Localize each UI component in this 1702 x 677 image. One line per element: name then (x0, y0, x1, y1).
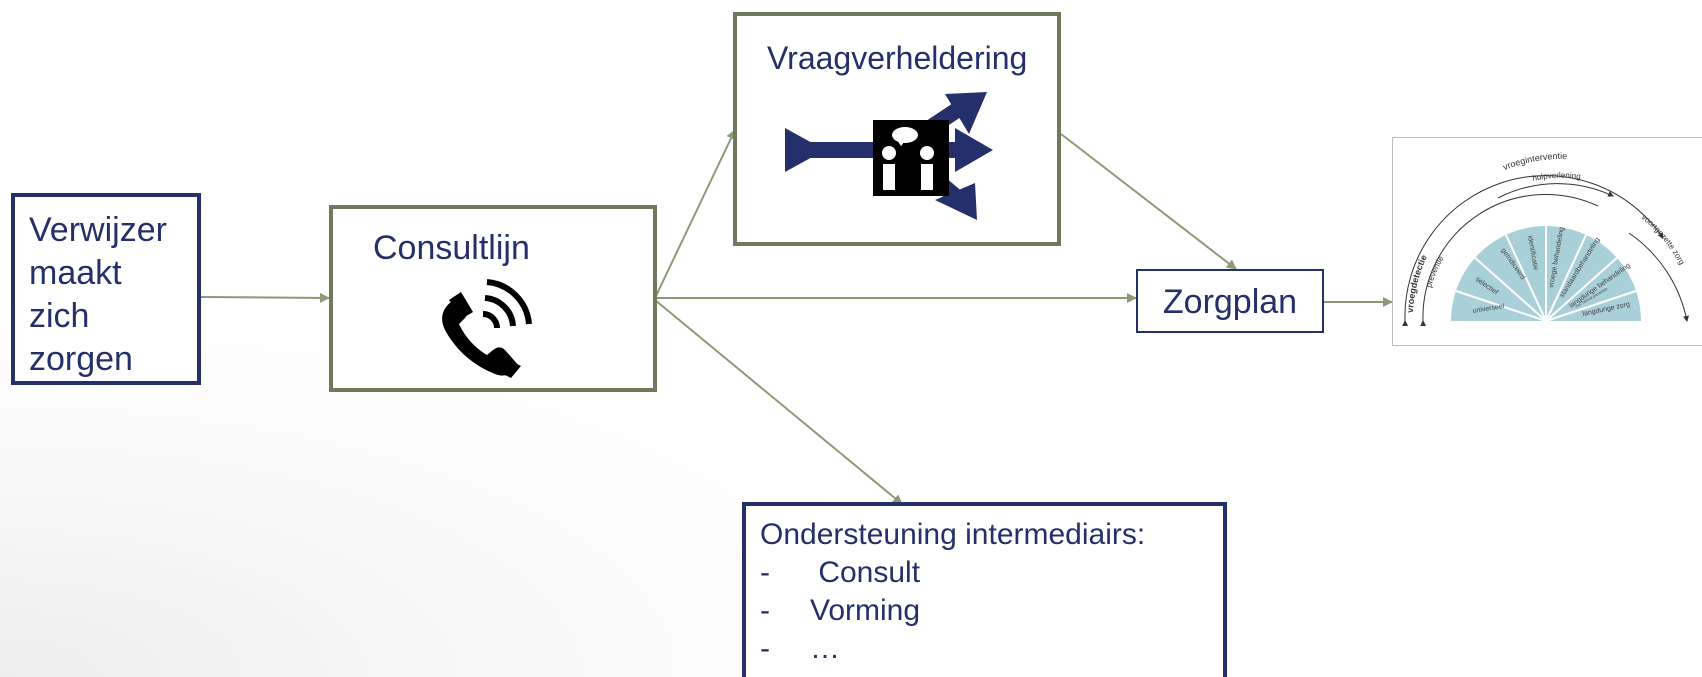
list-item: - Consult (760, 554, 1145, 592)
ondersteuning-title: Ondersteuning intermediairs: (760, 518, 1146, 551)
node-consultlijn: Consultlijn (329, 205, 657, 392)
vraagverheldering-title: Vraagverheldering (767, 40, 1028, 76)
spectrum-segment: universeel (1472, 303, 1505, 315)
arrow-consultlijn-to-vraagverheldering (654, 129, 736, 299)
bullet-text: Vorming (810, 594, 921, 627)
care-spectrum-diagram: vroegdetectie vroeginterventie hulpverle… (1402, 151, 1689, 327)
care-spectrum-image: vroegdetectie vroeginterventie hulpverle… (1392, 137, 1702, 346)
arrow-verwijzer-to-consultlijn (200, 292, 330, 303)
spectrum-label: vroeginterventie (1501, 151, 1567, 172)
list-item: - … (760, 630, 1145, 668)
phone-icon (442, 279, 532, 378)
list-item: - Vorming (760, 592, 1145, 630)
node-ondersteuning: Ondersteuning intermediairs: - Consult -… (742, 502, 1227, 677)
conversation-arrows-icon (785, 92, 993, 220)
spectrum-label: hulpverlening (1532, 171, 1582, 183)
svg-text:vroeginterventie: vroeginterventie (1501, 151, 1567, 172)
verwijzer-line: Verwijzer (29, 211, 167, 249)
verwijzer-line: maakt (29, 254, 122, 292)
verwijzer-line: zich (29, 297, 90, 335)
node-zorgplan: Zorgplan (1136, 269, 1324, 333)
zorgplan-title: Zorgplan (1162, 283, 1298, 321)
bullet-dash: - (760, 632, 770, 665)
bullet-text: Consult (810, 556, 921, 589)
consultlijn-title: Consultlijn (373, 229, 530, 267)
svg-text:voortgezette zorg: voortgezette zorg (1640, 213, 1687, 267)
spectrum-label: voortgezette zorg (1640, 213, 1687, 267)
bullet-text: … (810, 632, 840, 665)
bullet-dash: - (760, 594, 770, 627)
node-verwijzer: Verwijzer maakt zich zorgen (11, 193, 201, 385)
ondersteuning-content: Ondersteuning intermediairs: - Consult -… (760, 516, 1145, 668)
verwijzer-line: zorgen (29, 340, 133, 378)
svg-text:hulpverlening: hulpverlening (1532, 171, 1582, 183)
node-vraagverheldering: Vraagverheldering (733, 12, 1061, 246)
arrow-consultlijn-to-ondersteuning (654, 299, 903, 505)
verwijzer-label: Verwijzer maakt zich zorgen (29, 209, 167, 381)
arrow-vraagverheldering-to-zorgplan (1060, 133, 1237, 270)
bullet-dash: - (760, 556, 770, 589)
